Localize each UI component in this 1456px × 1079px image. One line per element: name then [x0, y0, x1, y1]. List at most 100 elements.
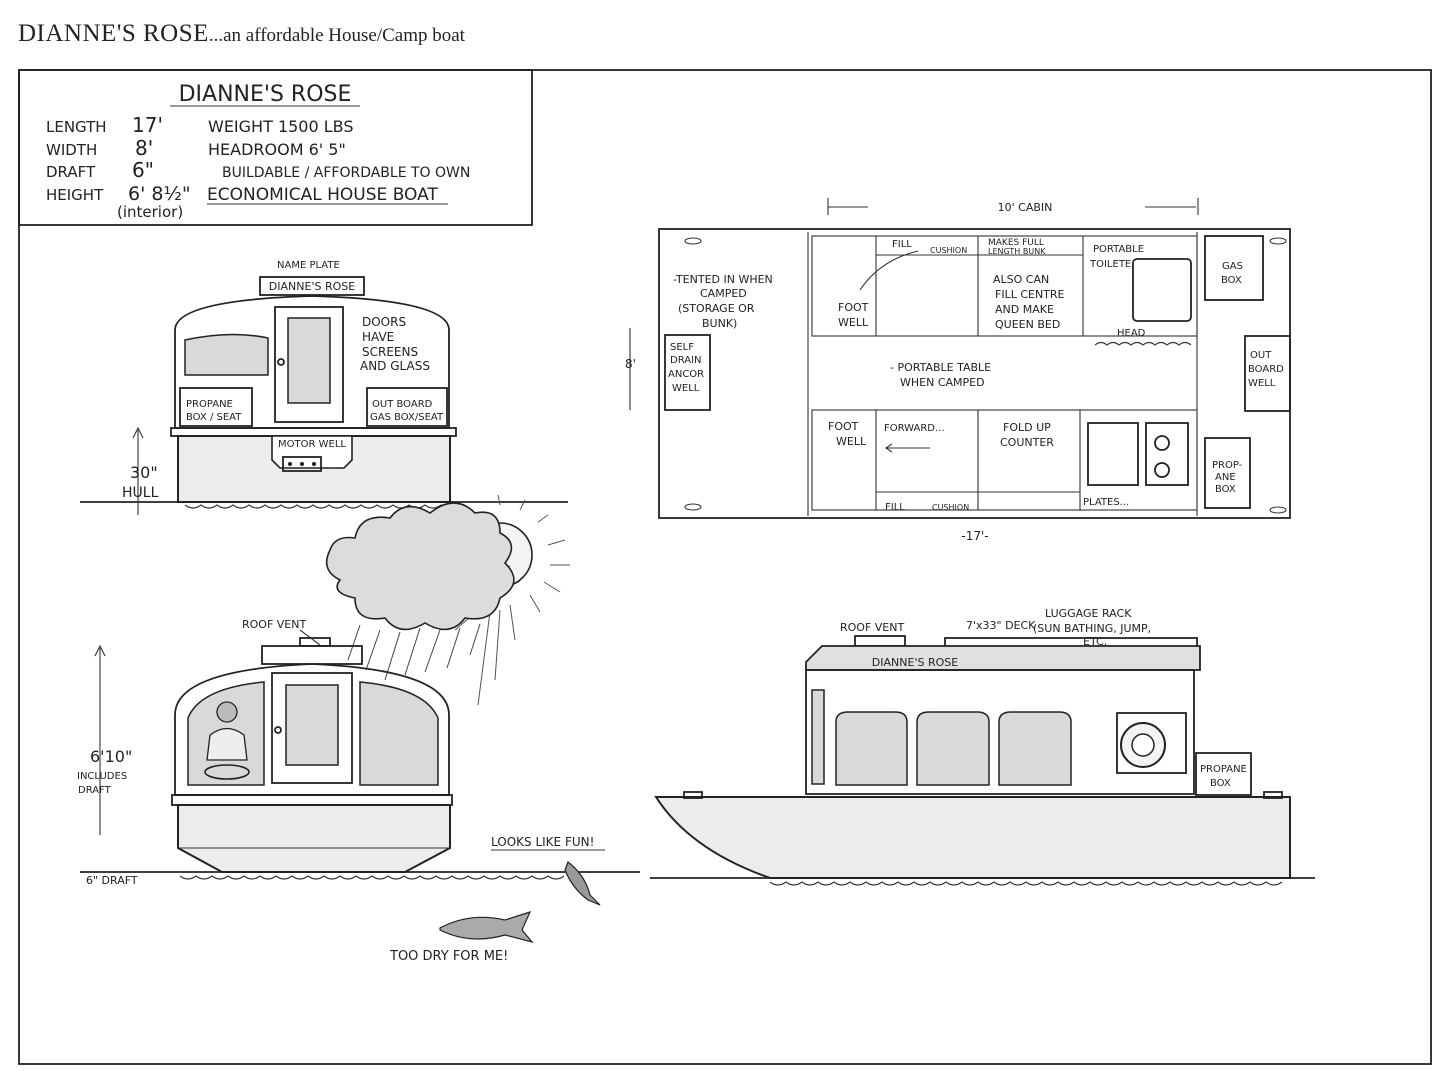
side-roof-vent-label: ROOF VENT — [840, 621, 904, 634]
sun-rays — [454, 494, 570, 706]
spec-headroom: HEADROOM 6' 5" — [208, 140, 346, 159]
port-bunk-zone — [811, 235, 1198, 337]
gas-box — [1204, 235, 1264, 301]
also-can-line3: AND MAKE — [995, 303, 1054, 316]
spec-heading: DIANNE'S ROSE — [179, 82, 352, 107]
rain-lines — [347, 623, 481, 681]
captain-head — [216, 701, 238, 723]
cleat-1 — [684, 237, 702, 245]
looks-like-fun-caption: LOOKS LIKE FUN! — [491, 835, 594, 849]
side-ripples — [769, 881, 1283, 886]
spec-box: DIANNE'S ROSE LENGTH 17' WIDTH 8' DRAFT … — [18, 69, 533, 226]
propane-box-line3: BOX — [1215, 484, 1236, 495]
port-foot-well-line1: FOOT — [838, 301, 869, 314]
outboard-seat-line1: OUT BOARD — [372, 399, 433, 410]
front-hull — [177, 804, 451, 873]
side-window-2 — [916, 711, 990, 786]
spec-length-label: LENGTH — [46, 118, 107, 136]
outboard-well-line1: OUT — [1250, 350, 1272, 361]
front-roof-vent-label: ROOF VENT — [242, 618, 306, 631]
side-hull — [654, 796, 1291, 879]
plates-label: PLATES... — [1083, 497, 1129, 508]
gas-box-line1: GAS — [1222, 261, 1243, 272]
fish-illustrations: LOOKS LIKE FUN! TOO DRY FOR ME! — [389, 835, 605, 964]
doors-note-2: HAVE — [362, 330, 394, 344]
motor-well — [271, 435, 353, 469]
cleat-4 — [1269, 506, 1287, 514]
outboard-well-line3: WELL — [1248, 378, 1276, 389]
spec-interior-note: (interior) — [117, 203, 183, 221]
cloud-icon — [325, 502, 515, 631]
makes-full-line1: MAKES FULL — [988, 238, 1044, 248]
side-roof — [805, 645, 1201, 671]
front-cabin-outline — [174, 663, 450, 796]
front-height-value: 6'10" — [90, 747, 132, 766]
spec-length-value: 17' — [132, 113, 163, 137]
stern-cleat — [1263, 791, 1283, 799]
transom-plate — [282, 456, 322, 472]
stbd-foot-well-line2: WELL — [836, 435, 867, 448]
rear-door-glass — [287, 317, 331, 404]
tented-line3: (STORAGE OR — [678, 302, 755, 315]
spec-economical: ECONOMICAL HOUSE BOAT — [207, 185, 438, 205]
gas-box-line2: BOX — [1221, 275, 1242, 286]
stbd-foot-well-line1: FOOT — [828, 420, 859, 433]
front-ripples — [179, 875, 565, 880]
spec-height-value: 6' 8½" — [128, 183, 191, 205]
front-roof-hatch — [261, 645, 363, 665]
front-deck-rail — [171, 794, 453, 806]
doors-note-3: SCREENS — [362, 345, 418, 359]
propane-box-line2: ANE — [1215, 472, 1236, 483]
bolt-2 — [300, 462, 304, 466]
propane-box-plan — [1204, 437, 1251, 509]
spec-height-label: HEIGHT — [46, 186, 104, 204]
starboard-bunk-zone — [811, 409, 1198, 511]
rear-window-left — [184, 333, 269, 376]
side-window-3 — [998, 711, 1072, 786]
side-propane-line2: BOX — [1210, 778, 1231, 789]
steering-wheel — [204, 764, 250, 780]
cleat-2 — [684, 503, 702, 511]
too-dry-caption: TOO DRY FOR ME! — [389, 949, 508, 964]
front-roof-vent — [299, 637, 331, 647]
doors-note-1: DOORS — [362, 315, 406, 329]
spec-draft-label: DRAFT — [46, 163, 96, 181]
side-roof-vent — [854, 635, 906, 647]
forward-arrow — [885, 443, 930, 453]
side-door-edge — [811, 689, 825, 785]
rear-view: NAME PLATE DIANNE'S ROSE DOORS HAVE SCRE… — [80, 260, 568, 515]
subtitle-text: ...an affordable House/Camp boat — [208, 25, 465, 46]
forward-label: FORWARD... — [884, 423, 945, 434]
captain-body — [206, 727, 248, 761]
toilet-label-line2: TOILETE — [1089, 259, 1131, 270]
front-window-right — [359, 681, 439, 786]
stbd-cushion-label: CUSHION — [932, 503, 969, 512]
side-view: ROOF VENT 7'x33" DECK LUGGAGE RACK (SUN … — [650, 607, 1315, 886]
front-height-arrow — [94, 644, 106, 657]
port-foot-well-line2: WELL — [838, 316, 869, 329]
port-fill-label: FILL — [892, 239, 912, 250]
side-propane-box — [1195, 752, 1252, 796]
weather-illustration — [325, 494, 570, 706]
luggage-line1: LUGGAGE RACK — [1045, 607, 1132, 620]
page-title: DIANNE'S ROSE...an affordable House/Camp… — [18, 20, 465, 48]
fold-up-line2: COUNTER — [1000, 436, 1054, 449]
anchor-well-line1: SELF — [670, 342, 694, 353]
front-draft-label: 6" DRAFT — [86, 874, 138, 887]
doors-note-4: AND GLASS — [360, 359, 430, 373]
propane-seat-line1: PROPANE — [186, 399, 233, 410]
tented-line1: -TENTED IN WHEN — [673, 273, 773, 286]
spec-weight: WEIGHT 1500 LBS — [208, 117, 354, 136]
rear-door — [274, 306, 344, 423]
outer-frame — [18, 69, 1432, 1065]
portable-table-line1: - PORTABLE TABLE — [890, 361, 991, 374]
bow-cleat — [683, 791, 703, 799]
cleat-3 — [1269, 237, 1287, 245]
tented-line4: BUNK) — [702, 317, 737, 330]
hull-height-value: 30" — [130, 463, 158, 482]
fill-arrow — [859, 250, 919, 291]
floor-plan: 10' CABIN -TENTED IN WHEN CAMPED (STORAG… — [625, 198, 1291, 543]
title-text: DIANNE'S ROSE — [18, 20, 209, 47]
stbd-fill-label: FILL — [885, 502, 905, 513]
front-view: ROOF VENT 6'10" INCLUDES DRAFT 6" DRAFT — [77, 618, 640, 887]
